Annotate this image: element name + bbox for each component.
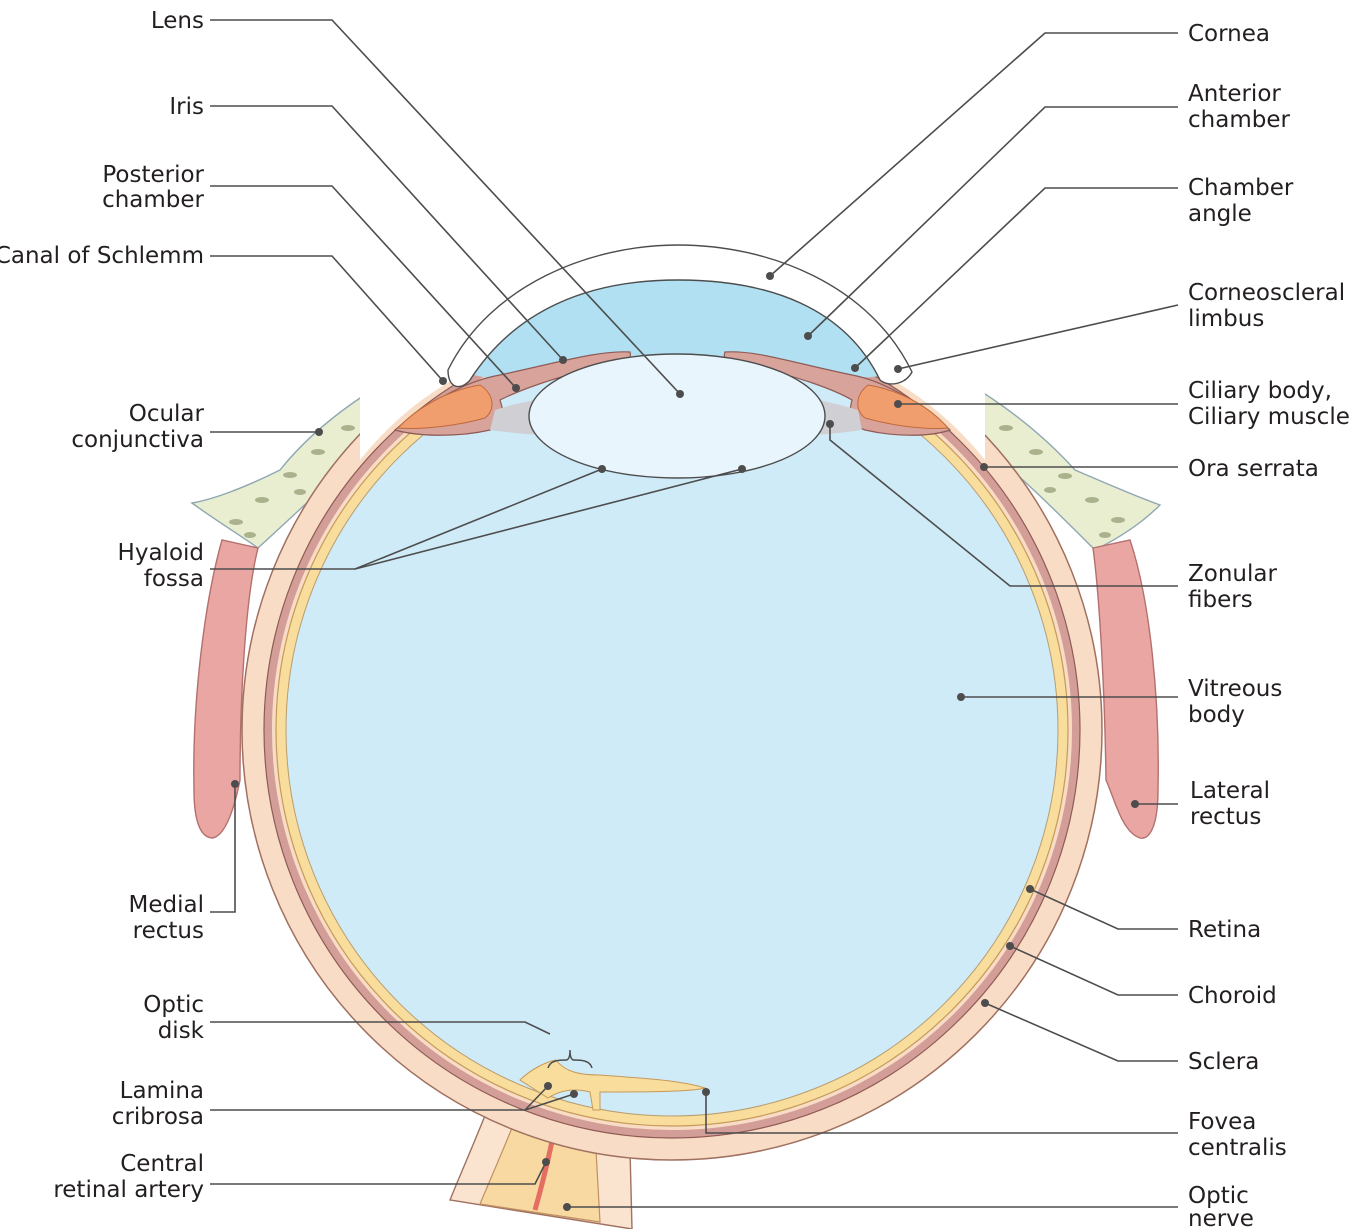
- label-central-retinal-artery-2: retinal artery: [53, 1177, 204, 1203]
- label-lamina-cribrosa-1: Lamina: [120, 1078, 204, 1104]
- lateral-rectus-muscle: [1093, 540, 1158, 838]
- label-chamber-angle-2: angle: [1188, 201, 1252, 227]
- label-fovea-centralis-2: centralis: [1188, 1135, 1287, 1161]
- label-hyaloid-fossa-1: Hyaloid: [118, 540, 204, 566]
- label-fovea-centralis-1: Fovea: [1188, 1109, 1256, 1135]
- label-choroid: Choroid: [1188, 983, 1277, 1009]
- label-vitreous-body-1: Vitreous: [1188, 676, 1282, 702]
- label-medial-rectus-1: Medial: [129, 892, 204, 918]
- lens-shape: [529, 354, 825, 478]
- label-corneoscleral-limbus-1: Corneoscleral: [1188, 280, 1345, 306]
- label-lateral-rectus-2: rectus: [1190, 804, 1261, 830]
- label-cornea: Cornea: [1188, 21, 1270, 47]
- label-zonular-fibers-2: fibers: [1188, 587, 1253, 613]
- label-vitreous-body-2: body: [1188, 702, 1245, 728]
- label-optic-disk-1: Optic: [143, 992, 204, 1018]
- label-ora-serrata: Ora serrata: [1188, 456, 1319, 482]
- label-medial-rectus-2: rectus: [133, 918, 204, 944]
- label-lens: Lens: [151, 8, 204, 34]
- label-optic-nerve-2: nerve: [1188, 1206, 1254, 1229]
- label-zonular-fibers-1: Zonular: [1188, 561, 1277, 587]
- label-chamber-angle-1: Chamber: [1188, 175, 1294, 201]
- label-posterior-chamber-1: Posterior: [102, 162, 204, 188]
- label-sclera: Sclera: [1188, 1049, 1259, 1075]
- right-labels: Cornea Anterior chamber Chamber angle Co…: [1188, 21, 1350, 1229]
- label-ciliary-body-1: Ciliary body,: [1188, 378, 1332, 404]
- label-canal-schlemm: Canal of Schlemm: [0, 243, 204, 269]
- label-ocular-conjunctiva-2: conjunctiva: [71, 427, 204, 453]
- label-corneoscleral-limbus-2: limbus: [1188, 306, 1264, 332]
- label-retina: Retina: [1188, 917, 1261, 943]
- label-central-retinal-artery-1: Central: [120, 1151, 204, 1177]
- label-lateral-rectus-1: Lateral: [1190, 778, 1270, 804]
- label-iris: Iris: [169, 94, 204, 120]
- label-hyaloid-fossa-2: fossa: [144, 566, 204, 592]
- label-anterior-chamber-1: Anterior: [1188, 81, 1281, 107]
- label-optic-disk-2: disk: [158, 1018, 205, 1044]
- label-anterior-chamber-2: chamber: [1188, 107, 1290, 133]
- label-lamina-cribrosa-2: cribrosa: [112, 1104, 204, 1130]
- left-labels: Lens Iris Posterior chamber Canal of Sch…: [0, 8, 205, 1203]
- label-ocular-conjunctiva-1: Ocular: [129, 401, 205, 427]
- label-posterior-chamber-2: chamber: [102, 187, 204, 213]
- label-ciliary-body-2: Ciliary muscle: [1188, 404, 1350, 430]
